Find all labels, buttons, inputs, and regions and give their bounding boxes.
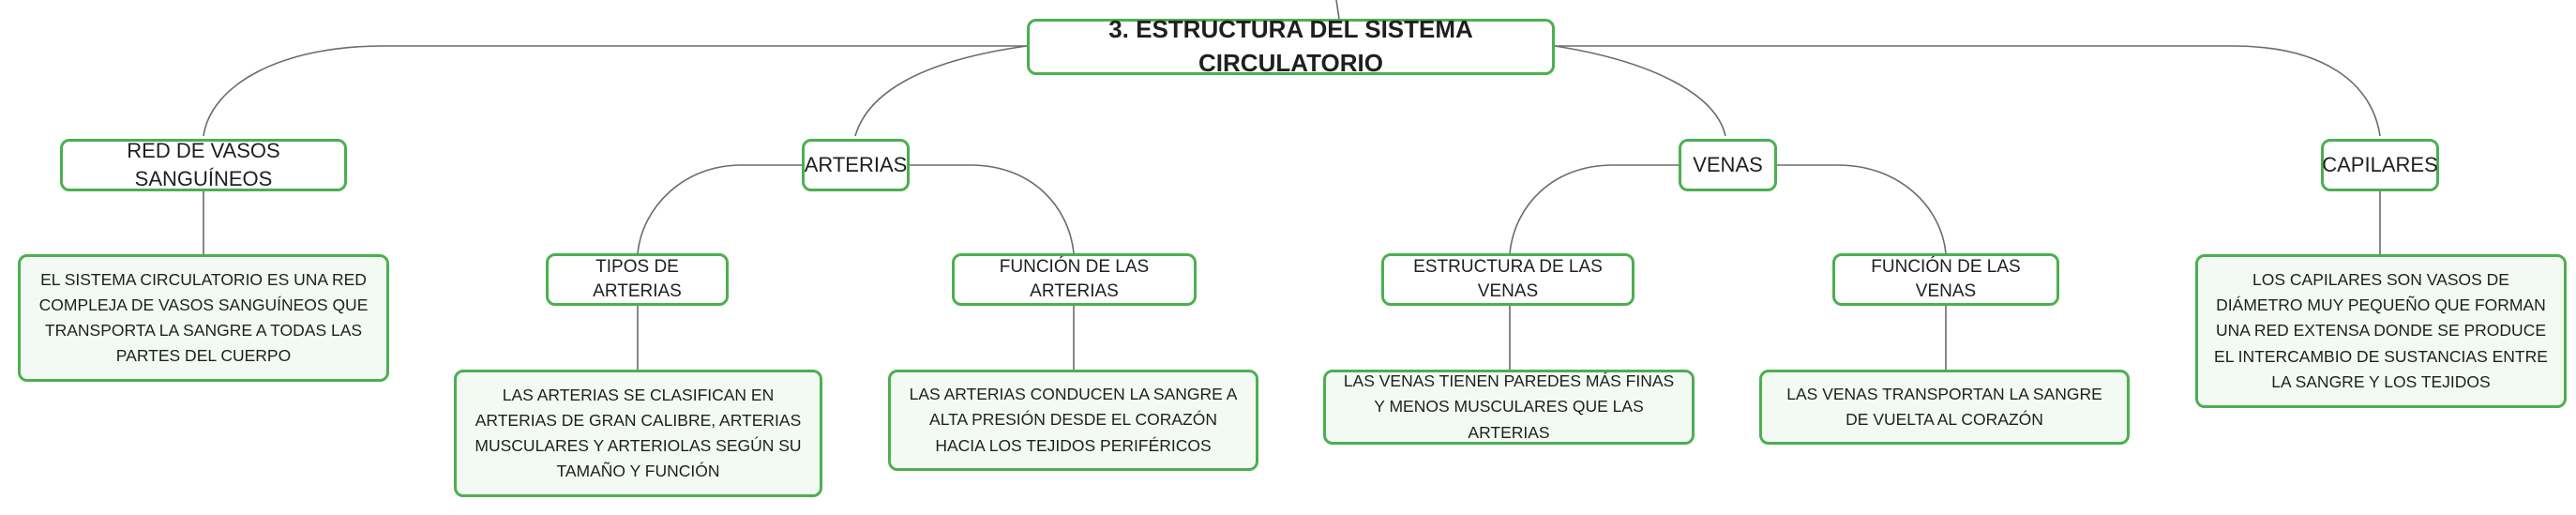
leaf-funcion-venas-text: LAS VENAS TRANSPORTAN LA SANGRE DE VUELT… xyxy=(1786,384,2102,429)
root-topic-label: 3. ESTRUCTURA DEL SISTEMA CIRCULATORIO xyxy=(1108,15,1473,77)
topic-tipos-arterias-label: TIPOS DE ARTERIAS xyxy=(593,256,682,301)
topic-estructura-venas-label: ESTRUCTURA DE LAS VENAS xyxy=(1413,256,1603,301)
leaf-capilares-text: LOS CAPILARES SON VASOS DE DIÁMETRO MUY … xyxy=(2214,270,2548,391)
root-topic[interactable]: 3. ESTRUCTURA DEL SISTEMA CIRCULATORIO xyxy=(1027,15,1555,77)
topic-funcion-arterias-label: FUNCIÓN DE LAS ARTERIAS xyxy=(999,256,1150,301)
leaf-tipos-arterias-text: LAS ARTERIAS SE CLASIFICAN EN ARTERIAS D… xyxy=(475,385,802,481)
topic-capilares-label: CAPILARES xyxy=(2322,152,2438,176)
topic-red-vasos[interactable]: RED DE VASOS SANGUÍNEOS xyxy=(60,139,347,191)
leaf-red-vasos[interactable]: EL SISTEMA CIRCULATORIO ES UNA RED COMPL… xyxy=(18,254,389,382)
leaf-red-vasos-text: EL SISTEMA CIRCULATORIO ES UNA RED COMPL… xyxy=(38,269,369,366)
leaf-capilares[interactable]: LOS CAPILARES SON VASOS DE DIÁMETRO MUY … xyxy=(2195,254,2567,408)
topic-funcion-venas-label: FUNCIÓN DE LAS VENAS xyxy=(1871,256,2021,301)
leaf-estructura-venas[interactable]: LAS VENAS TIENEN PAREDES MÁS FINAS Y MEN… xyxy=(1323,370,1695,445)
topic-tipos-arterias[interactable]: TIPOS DE ARTERIAS xyxy=(546,253,729,306)
topic-funcion-venas[interactable]: FUNCIÓN DE LAS VENAS xyxy=(1832,253,2059,306)
topic-venas-label: VENAS xyxy=(1693,152,1763,176)
leaf-funcion-arterias[interactable]: LAS ARTERIAS CONDUCEN LA SANGRE A ALTA P… xyxy=(888,370,1258,471)
topic-arterias[interactable]: ARTERIAS xyxy=(802,139,910,191)
topic-arterias-label: ARTERIAS xyxy=(804,152,908,176)
topic-capilares[interactable]: CAPILARES xyxy=(2321,139,2439,191)
topic-funcion-arterias[interactable]: FUNCIÓN DE LAS ARTERIAS xyxy=(952,253,1197,306)
leaf-funcion-venas[interactable]: LAS VENAS TRANSPORTAN LA SANGRE DE VUELT… xyxy=(1759,370,2130,445)
topic-venas[interactable]: VENAS xyxy=(1679,139,1777,191)
topic-estructura-venas[interactable]: ESTRUCTURA DE LAS VENAS xyxy=(1381,253,1634,306)
topic-red-vasos-label: RED DE VASOS SANGUÍNEOS xyxy=(127,138,280,190)
leaf-funcion-arterias-text: LAS ARTERIAS CONDUCEN LA SANGRE A ALTA P… xyxy=(909,385,1238,455)
leaf-estructura-venas-text: LAS VENAS TIENEN PAREDES MÁS FINAS Y MEN… xyxy=(1343,371,1675,442)
leaf-tipos-arterias[interactable]: LAS ARTERIAS SE CLASIFICAN EN ARTERIAS D… xyxy=(454,370,822,497)
